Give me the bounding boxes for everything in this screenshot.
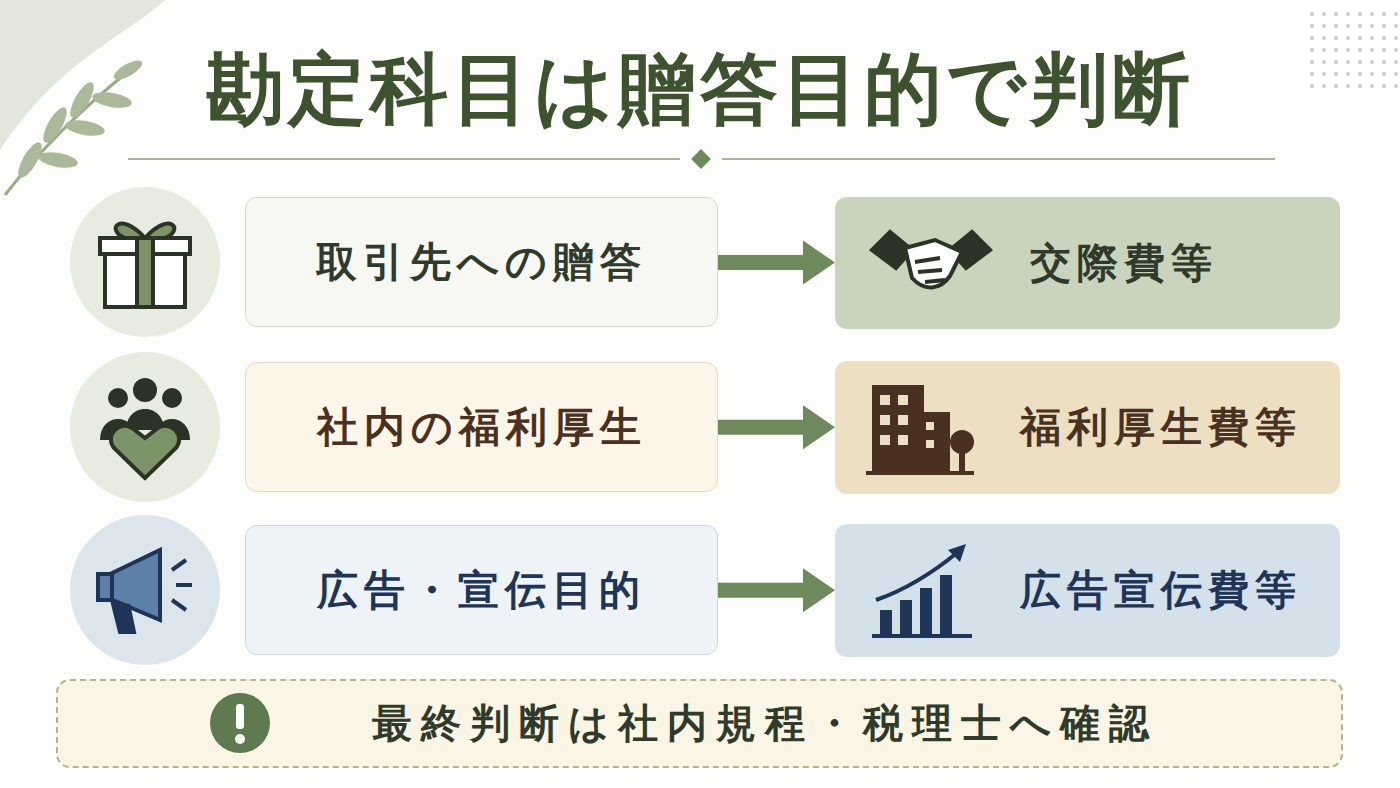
dot <box>1322 48 1326 52</box>
arrow-shaft <box>718 255 805 270</box>
account-box: 福利厚生費等 <box>835 361 1340 494</box>
dot <box>1310 36 1314 40</box>
dot <box>1394 36 1398 40</box>
megaphone-icon <box>98 550 192 632</box>
dot <box>1358 72 1362 76</box>
dot <box>1358 12 1362 16</box>
arrow-head <box>803 241 835 285</box>
dot <box>1358 36 1362 40</box>
dot <box>1370 60 1374 64</box>
dot <box>1346 12 1350 16</box>
dot <box>1370 12 1374 16</box>
title: 勘定科目は贈答目的で判断 <box>0 38 1400 143</box>
dot <box>1334 24 1338 28</box>
flow-arrow <box>718 405 835 449</box>
note-box: 最終判断は社内規程・税理士へ確認 <box>56 679 1343 768</box>
dot <box>1382 24 1386 28</box>
arrow-shaft <box>718 420 805 435</box>
flow-arrow <box>718 568 835 612</box>
dot <box>1310 60 1314 64</box>
corner-shape <box>0 0 165 150</box>
leaves <box>14 57 145 181</box>
dot <box>1322 60 1326 64</box>
account-box: 交際費等 <box>835 197 1340 329</box>
divider-line <box>722 158 1275 160</box>
box-label: 広告・宣伝目的 <box>317 563 646 618</box>
dot <box>1370 84 1374 88</box>
box-label: 社内の福利厚生 <box>317 400 647 455</box>
dot <box>1382 12 1386 16</box>
dot <box>1334 84 1338 88</box>
gift-icon <box>100 224 190 307</box>
dot <box>1394 12 1398 16</box>
dot <box>1310 84 1314 88</box>
dot <box>1310 72 1314 76</box>
dot <box>1370 48 1374 52</box>
dot <box>1370 24 1374 28</box>
dot <box>1346 84 1350 88</box>
dot <box>1310 48 1314 52</box>
icon-circle <box>70 515 220 665</box>
dot <box>1382 60 1386 64</box>
dot <box>1322 84 1326 88</box>
dot <box>1394 48 1398 52</box>
people-heart-icon <box>100 378 190 478</box>
note-text: 最終判断は社内規程・税理士へ確認 <box>372 696 1158 751</box>
dot <box>1310 24 1314 28</box>
dot <box>1358 60 1362 64</box>
divider-line <box>128 158 680 160</box>
source-box: 広告・宣伝目的 <box>245 525 718 655</box>
arrow-head <box>803 568 835 612</box>
account-box: 広告宣伝費等 <box>835 524 1340 657</box>
dot <box>1394 24 1398 28</box>
dot <box>1334 72 1338 76</box>
box-label: 交際費等 <box>1030 236 1218 291</box>
icon-circle <box>70 187 220 337</box>
dot <box>1394 84 1398 88</box>
dot <box>1382 72 1386 76</box>
arrow-head <box>803 405 835 449</box>
dot <box>1370 72 1374 76</box>
dot <box>1370 36 1374 40</box>
dot <box>1382 36 1386 40</box>
icon-circle <box>70 352 220 502</box>
dot <box>1310 12 1314 16</box>
dot <box>1382 84 1386 88</box>
dot <box>1358 84 1362 88</box>
dot-pattern <box>1310 12 1398 88</box>
dot <box>1346 48 1350 52</box>
dot <box>1346 24 1350 28</box>
dot <box>1334 36 1338 40</box>
dot <box>1334 12 1338 16</box>
dot <box>1322 24 1326 28</box>
arrow-shaft <box>718 583 805 598</box>
dot <box>1346 36 1350 40</box>
source-box: 取引先への贈答 <box>245 197 718 327</box>
dot <box>1394 60 1398 64</box>
box-label: 取引先への贈答 <box>316 235 647 290</box>
dot <box>1334 60 1338 64</box>
dot <box>1322 72 1326 76</box>
dot <box>1358 24 1362 28</box>
dot <box>1358 48 1362 52</box>
flow-arrow <box>718 241 835 285</box>
divider-diamond <box>691 149 711 169</box>
dot <box>1322 12 1326 16</box>
dot <box>1334 48 1338 52</box>
dot <box>1346 72 1350 76</box>
dot <box>1394 72 1398 76</box>
dot <box>1346 60 1350 64</box>
dot <box>1382 48 1386 52</box>
leaf-branch <box>5 70 130 195</box>
box-label: 広告宣伝費等 <box>1020 563 1302 618</box>
dot <box>1322 36 1326 40</box>
source-box: 社内の福利厚生 <box>245 362 718 492</box>
box-label: 福利厚生費等 <box>1020 400 1302 455</box>
